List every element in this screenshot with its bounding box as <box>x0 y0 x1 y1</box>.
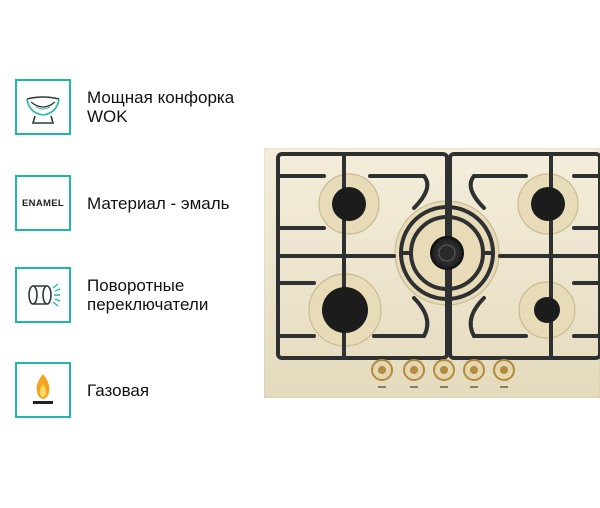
feature-gas-label: Газовая <box>87 380 150 400</box>
gas-icon-box <box>15 362 71 418</box>
feature-enamel-label: Материал - эмаль <box>87 193 230 213</box>
burner-rear-right <box>531 187 565 221</box>
wok-icon-box <box>15 79 71 135</box>
knob-4 <box>463 359 485 381</box>
feature-rotary-label: Поворотные переключатели <box>87 276 209 314</box>
gas-hob-image <box>264 148 600 398</box>
knob-symbols <box>378 386 508 388</box>
knob-2 <box>403 359 425 381</box>
burner-front-left <box>322 287 368 333</box>
feature-enamel: ENAMEL Материал - эмаль <box>15 175 262 231</box>
knob-5 <box>493 359 515 381</box>
burner-front-right <box>534 297 560 323</box>
wok-icon <box>26 96 60 124</box>
feature-gas: Газовая <box>15 362 262 418</box>
control-knobs <box>371 359 515 381</box>
rotary-knob-icon <box>28 283 61 307</box>
feature-wok: Мощная конфорка WOK <box>15 79 262 135</box>
knob-1 <box>371 359 393 381</box>
knob-3 <box>433 359 455 381</box>
burner-rear-left <box>332 187 366 221</box>
burners <box>322 187 565 333</box>
enamel-icon: ENAMEL <box>22 197 64 209</box>
gas-flame-icon <box>33 374 53 404</box>
feature-wok-label: Мощная конфорка WOK <box>87 88 235 126</box>
enamel-icon-box: ENAMEL <box>15 175 71 231</box>
rotary-icon-box <box>15 267 71 323</box>
feature-rotary: Поворотные переключатели <box>15 267 262 323</box>
